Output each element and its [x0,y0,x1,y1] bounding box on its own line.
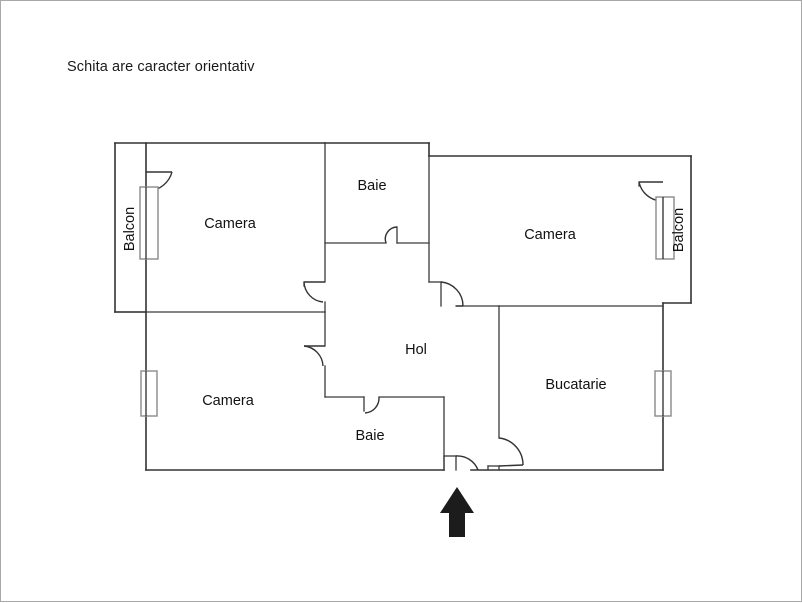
door-baie-bottom-arc [364,396,380,414]
door-entrance-arc [455,455,479,471]
door-baie-top-arc [384,226,398,244]
room-label-camera-top-left: Camera [204,216,257,232]
door-bucatarie-leaf [498,464,524,467]
interior-walls [114,142,664,471]
room-label-hol: Hol [405,342,427,358]
page-title: Schita are caracter orientativ [67,59,255,75]
door-camera-tr-arc [440,281,464,307]
room-label-baie-top: Baie [357,178,386,194]
window-balcon-left [139,186,159,260]
door-camera-tl-arc [303,281,324,303]
room-label-bucatarie: Bucatarie [545,377,606,393]
room-label-baie-bottom: Baie [355,428,384,444]
room-label-balcon-left: Balcon [122,207,138,251]
entrance-arrow [440,487,474,537]
room-label-balcon-right: Balcon [671,208,687,252]
door-bucatarie-arc [498,437,524,466]
window-bucatarie [654,370,672,417]
window-camera-bottom-left [140,370,158,417]
door-camera-bl-arc [303,345,324,367]
room-labels: Balcon Camera Baie Camera Balcon Hol Cam… [122,178,687,444]
window-balcon-right [655,196,675,260]
windows-group [139,186,675,417]
room-label-camera-top-right: Camera [524,227,577,243]
room-label-camera-bottom-left: Camera [202,393,255,409]
